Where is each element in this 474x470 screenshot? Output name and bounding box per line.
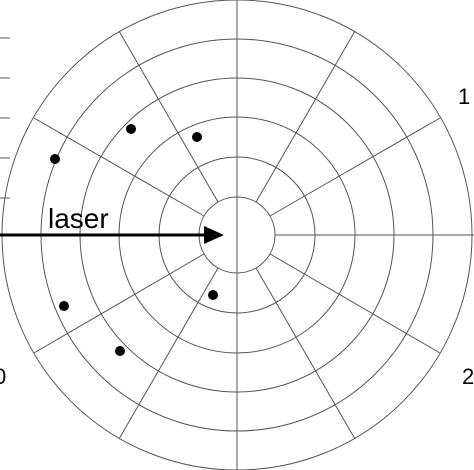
spoke-120 xyxy=(118,30,219,203)
data-point xyxy=(59,301,69,311)
data-point xyxy=(115,346,125,356)
data-point xyxy=(208,290,218,300)
main-axes xyxy=(236,0,474,470)
radial-spokes xyxy=(33,30,441,440)
spoke-330 xyxy=(269,253,441,354)
data-point xyxy=(50,154,60,164)
laser-arrowhead xyxy=(204,226,224,244)
spoke-60 xyxy=(255,30,356,203)
edge-label-right-bottom: 2 xyxy=(462,364,474,389)
spoke-210 xyxy=(33,253,205,354)
spoke-240 xyxy=(118,267,219,440)
spoke-30 xyxy=(269,117,441,217)
laser-label: laser xyxy=(48,203,109,234)
data-point xyxy=(192,132,202,142)
data-point xyxy=(126,124,136,134)
data-points xyxy=(50,124,218,356)
left-axis-ticks xyxy=(0,37,10,199)
edge-label-right-top: 1 xyxy=(458,84,470,109)
spoke-300 xyxy=(255,267,356,440)
edge-label-left-bottom: 0 xyxy=(0,364,6,389)
laser-arrow xyxy=(0,226,224,244)
spoke-150 xyxy=(33,117,205,217)
